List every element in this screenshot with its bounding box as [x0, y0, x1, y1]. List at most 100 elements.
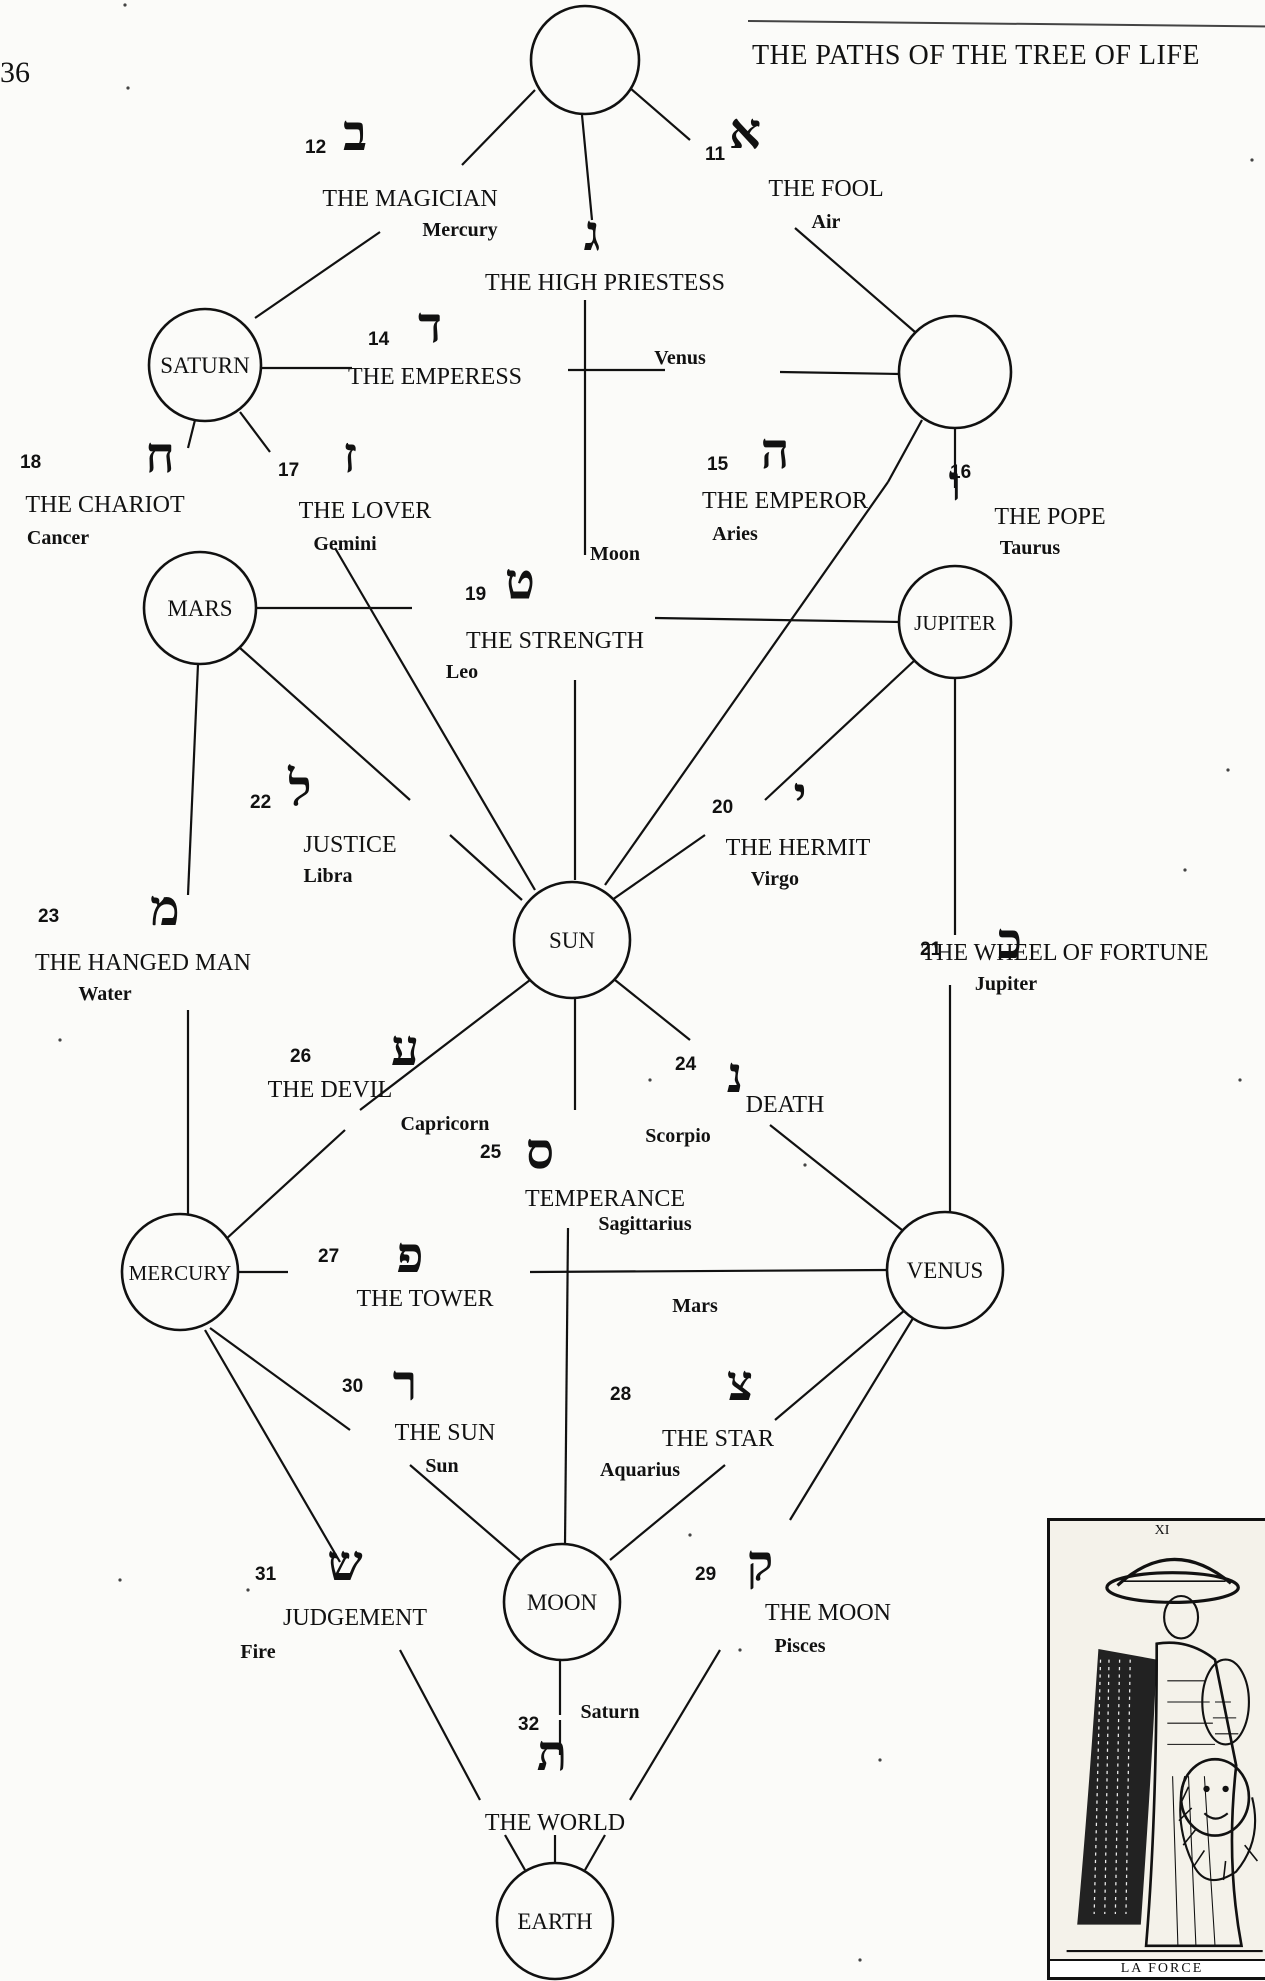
path-line	[580, 114, 594, 221]
sphere-moon: MOON	[502, 1542, 622, 1662]
path-number: 26	[290, 1046, 311, 1067]
tarot-card-name: THE WORLD	[485, 1810, 625, 1836]
astrological-attribution: Fire	[240, 1641, 275, 1663]
sphere-label: MERCURY	[129, 1261, 232, 1285]
hebrew-letter: י	[793, 765, 806, 824]
astrological-attribution: Jupiter	[975, 973, 1037, 995]
sphere-circle	[120, 1212, 240, 1332]
astrological-attribution: Libra	[304, 865, 353, 887]
hebrew-letter: ז	[343, 425, 357, 484]
path-line	[609, 1464, 726, 1561]
tarot-card-name: THE HANGED MAN	[35, 950, 251, 976]
path-line	[529, 1268, 889, 1274]
path-line	[563, 1227, 570, 1546]
path-number: 20	[712, 797, 733, 818]
sphere-circle	[147, 307, 263, 423]
path-number: 28	[610, 1384, 631, 1405]
path-line	[334, 547, 536, 891]
tarot-card-number: XI	[1154, 1523, 1170, 1538]
path-line	[449, 834, 523, 901]
hebrew-letter: כ	[998, 911, 1022, 970]
speck	[803, 1163, 807, 1167]
path-line	[209, 1327, 351, 1431]
path-number: 12	[305, 137, 326, 158]
path-line	[204, 1329, 341, 1563]
tarot-card-name: THE STAR	[662, 1426, 774, 1452]
tarot-card-name: THE MAGICIAN	[322, 186, 497, 212]
path-line	[584, 1834, 606, 1871]
path-line	[604, 481, 889, 886]
path-line	[254, 231, 381, 319]
speck	[858, 1958, 862, 1962]
astrological-attribution: Air	[812, 211, 841, 233]
astrological-attribution: Saturn	[581, 1701, 640, 1723]
speck	[246, 1588, 250, 1592]
tarot-card-la-force: XI LA FORCE	[1047, 1518, 1265, 1980]
tarot-card-name: THE HIGH PRIESTESS	[485, 270, 725, 296]
path-number: 23	[38, 906, 59, 927]
path-line	[769, 1124, 903, 1231]
sphere-label: MARS	[167, 596, 232, 621]
sphere-label: SATURN	[160, 353, 250, 378]
speck	[1183, 868, 1187, 872]
hebrew-letter: ד	[418, 295, 442, 354]
hebrew-letter: ה	[761, 421, 790, 480]
sphere-circle	[502, 1542, 622, 1662]
hebrew-letter: ר	[393, 1353, 418, 1412]
path-number: 31	[255, 1564, 277, 1585]
path-number: 16	[950, 462, 971, 483]
speck	[688, 1533, 692, 1537]
sphere-earth: EARTH	[495, 1861, 615, 1981]
astrological-attribution: Sagittarius	[598, 1213, 692, 1235]
hebrew-letter: צ	[727, 1353, 753, 1412]
hebrew-letter: ק	[747, 1533, 774, 1592]
tarot-card-name: THE DEVIL	[268, 1077, 393, 1103]
sphere-label: MOON	[527, 1590, 598, 1615]
speck	[738, 1648, 742, 1652]
astrological-attribution: Taurus	[1000, 537, 1061, 559]
hebrew-letter: פ	[396, 1225, 423, 1284]
astrological-attribution: Scorpio	[645, 1125, 711, 1147]
path-number: 18	[20, 452, 41, 473]
path-line	[629, 1649, 721, 1801]
path-line	[629, 87, 691, 141]
path-line	[224, 1129, 346, 1241]
sphere-mars: MARS	[142, 550, 258, 666]
tarot-card-title: LA FORCE	[1050, 1959, 1265, 1977]
page-number: 36	[0, 56, 30, 89]
path-line	[186, 419, 197, 449]
path-number: 29	[695, 1564, 716, 1585]
sphere-circle	[897, 314, 1013, 430]
path-number: 27	[318, 1246, 339, 1267]
sphere-chokmah	[897, 314, 1013, 430]
tarot-card-name: JUDGEMENT	[283, 1605, 427, 1631]
astrological-attribution: Pisces	[774, 1635, 825, 1657]
path-number: 19	[465, 584, 486, 605]
hebrew-letter: ב	[343, 103, 367, 162]
path-number: 14	[368, 329, 390, 350]
astrological-attribution: Cancer	[27, 527, 89, 549]
sphere-circle	[142, 550, 258, 666]
speck	[123, 3, 127, 7]
tarot-card-name: THE EMPERESS	[348, 364, 522, 390]
speck	[118, 1578, 122, 1582]
hebrew-letter: ס	[526, 1121, 554, 1180]
sphere-sun: SUN	[512, 880, 632, 1000]
tarot-card-name: THE LOVER	[299, 498, 432, 524]
astrological-attribution: Water	[78, 983, 131, 1005]
path-number: 32	[518, 1714, 539, 1735]
path-line	[614, 979, 691, 1041]
tarot-card-name: THE TOWER	[356, 1286, 493, 1312]
